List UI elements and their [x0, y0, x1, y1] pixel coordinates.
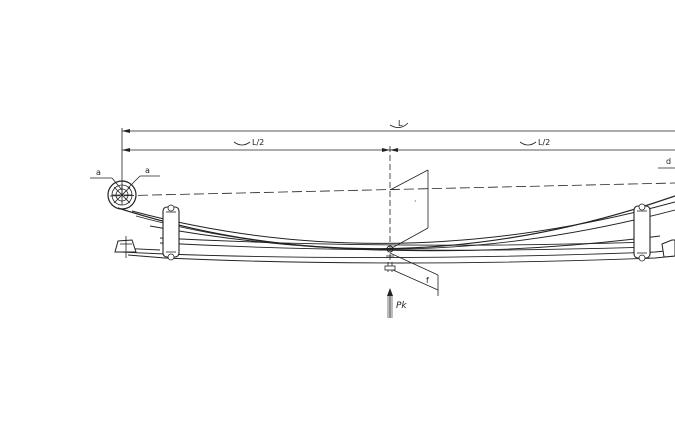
deflection-small-dim: f [426, 276, 429, 285]
deflection-projection-upper [389, 169, 429, 250]
half-dimension [122, 146, 675, 262]
overall-dimension-label: L [398, 119, 403, 128]
spring-eye [107, 180, 137, 210]
left-half-label: L/2 [252, 138, 264, 147]
overall-dim-mark [389, 122, 409, 128]
left-half-mark [233, 141, 251, 146]
overall-dimension [121, 128, 675, 195]
right-half-label: L/2 [538, 138, 550, 147]
center-bolt [384, 245, 396, 272]
right-clamp [633, 203, 651, 262]
deflection-mark-upper: · [414, 197, 417, 206]
eye-label-right: a [145, 166, 150, 175]
eye-centerline [109, 182, 675, 197]
leaf-spring-body [117, 195, 675, 264]
right-dim-label: d [666, 157, 671, 166]
load-label: Pk [396, 301, 407, 311]
right-half-mark [519, 141, 537, 146]
right-end-bracket [661, 239, 675, 258]
deflection-projection-lower [389, 252, 439, 296]
eye-label-left: a [96, 168, 101, 177]
left-clamp [162, 204, 180, 261]
load-arrow [387, 288, 393, 318]
left-end-bracket [114, 236, 137, 258]
